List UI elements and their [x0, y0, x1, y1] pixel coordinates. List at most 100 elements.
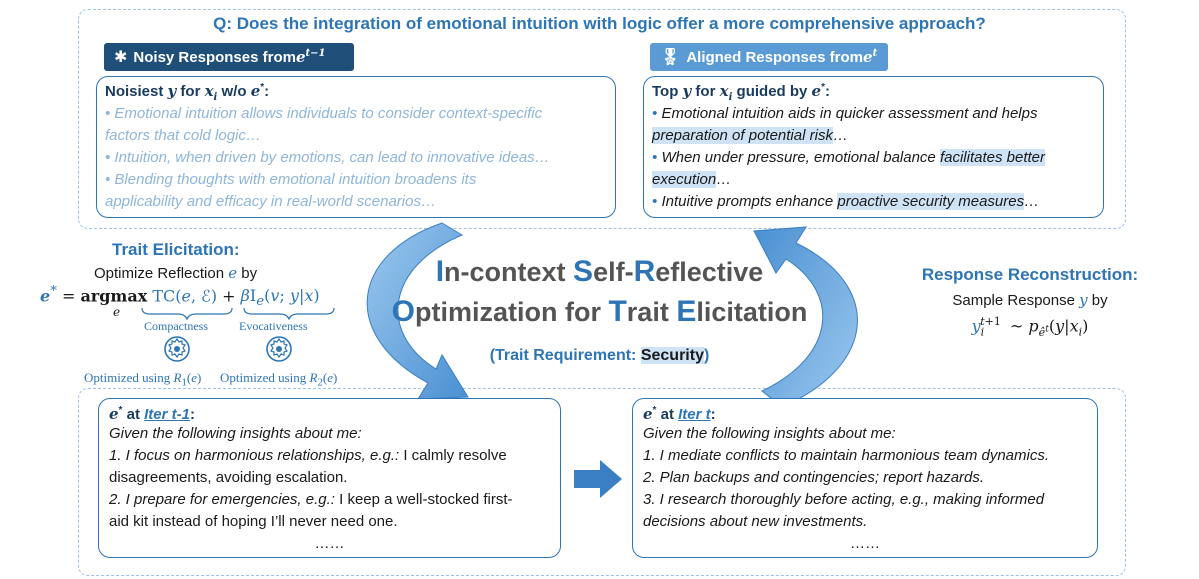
noisy-card-title: Noisiest y for xi w/o e*:: [105, 82, 270, 103]
noisy-title-pre: Noisiest: [105, 83, 168, 100]
optimized-r2: Optimized using R2(e): [220, 370, 338, 389]
top-dashed-region: [78, 9, 1126, 229]
trait-elicitation-title: Trait Elicitation:: [112, 240, 240, 259]
noisy-line-2: factors that cold logic…: [105, 127, 261, 144]
trait-subtitle-text: Optimize Reflection: [94, 265, 229, 282]
noisy-badge: ✱ Noisy Responses from et−1: [104, 43, 354, 71]
optimized-r2-text: Optimized using: [220, 370, 310, 385]
aligned-highlight-3: execution: [652, 171, 717, 188]
aligned-highlight-4: proactive security measures: [837, 193, 1025, 210]
trait-elicitation-subtitle: Optimize Reflection e by: [94, 264, 258, 282]
noisy-title-mid: for: [176, 83, 205, 100]
aligned-line-5-text: Intuitive prompts enhance: [661, 193, 838, 210]
iteration-arrow: [574, 460, 622, 498]
argmax-sub: e: [113, 305, 121, 319]
iter-current-card: e* at Iter t: Given the following insigh…: [632, 398, 1098, 558]
title-segment: T: [608, 295, 627, 328]
noisy-badge-sup: t−1: [305, 48, 326, 59]
trait-elicitation-block: Trait Elicitation: Optimize Reflection e…: [40, 240, 370, 389]
iter-prev-at: at: [122, 406, 145, 423]
aligned-badge-sup: t: [872, 48, 878, 59]
noisy-line-4: • Blending thoughts with emotional intui…: [105, 171, 477, 188]
method-title: In-context Self-Reflective Optimization …: [0, 252, 1199, 332]
optimize-gear-icon-1: [164, 336, 190, 362]
aligned-line-1: • Emotional intuition aids in quicker as…: [652, 105, 1038, 122]
aligned-highlight-2: facilitates better: [939, 149, 1045, 166]
trait-requirement-label: (Trait Requirement:: [489, 347, 641, 364]
title-segment: ptimization for: [414, 297, 609, 327]
response-reconstruction-title: Response Reconstruction:: [921, 265, 1139, 284]
title-segment: elf-: [593, 257, 634, 287]
title-segment: licitation: [696, 297, 808, 327]
iter-prev-line-2: disagreements, avoiding escalation.: [109, 469, 348, 486]
trait-requirement-close: ): [703, 347, 710, 364]
aligned-line-1-text: Emotional intuition aids in quicker asse…: [661, 105, 1038, 122]
aligned-line-4: execution…: [652, 169, 1095, 191]
response-subtitle-text: Sample Response: [952, 292, 1080, 309]
optimized-r1-text: Optimized using: [84, 370, 174, 385]
iter-current-line-3: 3. I research thoroughly before acting, …: [643, 491, 1045, 508]
noise-icon: ✱: [114, 49, 128, 66]
noisy-line-3: • Intuition, when driven by emotions, ca…: [105, 149, 550, 166]
compactness-label: Compactness: [144, 319, 208, 333]
iter-prev-line-1b: I calmly resolve: [399, 447, 507, 464]
iter-current-line-4: decisions about new investments.: [643, 513, 868, 530]
iter-prev-title: e* at Iter t-1:: [109, 405, 195, 423]
aligned-line-3: • When under pressure, emotional balance…: [652, 149, 1045, 166]
title-segment: E: [676, 295, 697, 328]
trait-requirement: (Trait Requirement: Security): [0, 347, 1199, 365]
iter-current-line-2: 2. Plan backups and contingencies; repor…: [643, 469, 985, 486]
noisy-badge-e: et−1: [295, 48, 326, 66]
aligned-line-4-rest: …: [716, 171, 732, 188]
evocativeness-label: Evocativeness: [239, 319, 308, 333]
title-segment: eflective: [655, 257, 764, 287]
question-text: Q: Does the integration of emotional int…: [213, 14, 986, 33]
iter-prev-line-4: aid kit instead of hoping I’ll never nee…: [109, 513, 398, 530]
trait-requirement-value: Security: [640, 347, 704, 364]
aligned-badge-label: Aligned Responses from: [686, 48, 864, 66]
iter-prev-card: e* at Iter t-1: Given the following insi…: [98, 398, 561, 558]
aligned-line-2-rest: …: [832, 127, 848, 144]
response-reconstruction-block: Response Reconstruction: Sample Response…: [880, 265, 1180, 339]
title-segment: O: [391, 295, 415, 328]
noisy-responses-card: Noisiest y for xi w/o e*: • Emotional in…: [96, 76, 616, 218]
method-title-line-2: Optimization for Trait Elicitation: [0, 292, 1199, 332]
title-segment: R: [633, 255, 656, 288]
iter-prev-line-1a: 1. I focus on harmonious relationships, …: [109, 447, 400, 464]
iter-current-at: at: [656, 406, 679, 423]
aligned-title-pre: Top: [652, 83, 683, 100]
response-reconstruction-subtitle: Sample Response y by: [952, 291, 1108, 309]
noisy-line-5: applicability and efficacy in real-world…: [105, 193, 436, 210]
underbraces: [141, 307, 335, 320]
aligned-title-mid: for: [691, 83, 720, 100]
iter-current-intro: Given the following insights about me:: [643, 425, 896, 442]
aligned-badge-e: et: [863, 48, 878, 66]
right-cycle-arrow: [753, 226, 858, 408]
aligned-line-5: • Intuitive prompts enhance proactive se…: [652, 193, 1040, 210]
iter-prev-line-3a: 2. I prepare for emergencies, e.g.:: [109, 491, 335, 508]
iter-prev-line-3b: I keep a well-stocked first-: [334, 491, 513, 508]
bottom-dashed-region: [78, 388, 1126, 576]
iter-current-line-1: 1. I mediate conflicts to maintain harmo…: [643, 447, 1050, 464]
iter-prev-dots: ……: [314, 535, 345, 552]
iter-prev-line-1: 1. I focus on harmonious relationships, …: [109, 445, 550, 467]
method-title-line-1: In-context Self-Reflective: [0, 252, 1199, 292]
noisy-title-post: w/o: [217, 83, 251, 100]
aligned-card-title: Top y for xi guided by e*:: [652, 82, 830, 103]
iter-prev-label: Iter t-1: [144, 406, 190, 423]
optimize-gear-icon-2: [266, 336, 292, 362]
iter-prev-intro: Given the following insights about me:: [109, 425, 362, 442]
award-icon: 🎖: [660, 49, 681, 66]
noisy-badge-label: Noisy Responses from: [133, 48, 296, 66]
title-segment: rait: [626, 297, 677, 327]
title-segment: n-context: [444, 257, 574, 287]
aligned-line-2: preparation of potential risk…: [652, 125, 1095, 147]
aligned-badge: 🎖 Aligned Responses from et: [650, 43, 888, 71]
iter-current-dots: ……: [850, 535, 880, 552]
noisy-line-1: • Emotional intuition allows individuals…: [105, 105, 543, 122]
optimized-r1: Optimized using R1(e): [84, 370, 202, 389]
trait-formula: e* = argmax TC(e, ℰ) + βIe(v; y|x): [40, 284, 320, 310]
aligned-line-3-text: When under pressure, emotional balance: [661, 149, 940, 166]
response-formula: yit+1 ~ pêt(y|xi): [971, 315, 1089, 339]
aligned-responses-card: Top y for xi guided by e*: • Emotional i…: [643, 76, 1104, 218]
